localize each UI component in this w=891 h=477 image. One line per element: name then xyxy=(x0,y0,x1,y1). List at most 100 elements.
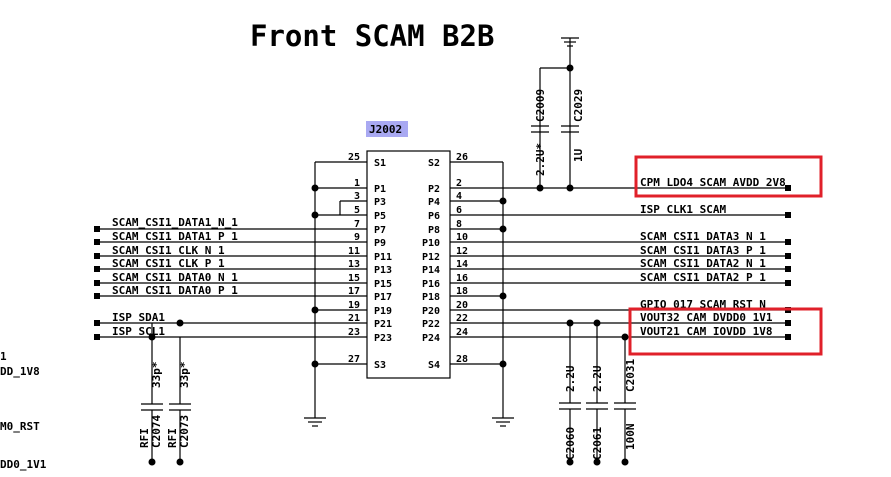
pin-right-p10: 10 P10 xyxy=(422,232,790,249)
left-capacitors: 33p* 33p* RFI C2074 RFI C2073 xyxy=(138,319,191,466)
svg-text:24: 24 xyxy=(456,327,468,338)
pin-right-p8: 8 P8 xyxy=(428,219,503,236)
svg-text:P10: P10 xyxy=(422,238,440,249)
net-label: SCAM_CSI1_DATA1_N_1 xyxy=(112,216,238,229)
svg-text:P11: P11 xyxy=(374,252,392,263)
svg-text:28: 28 xyxy=(456,354,468,365)
net-label: VOUT21_CAM_IOVDD_1V8 xyxy=(640,325,772,338)
cap-value: 100N xyxy=(624,424,637,451)
pin-left-p23: 23 P23 xyxy=(97,327,392,344)
cap-tag: RFI xyxy=(138,428,151,448)
svg-text:M0_RST: M0_RST xyxy=(0,420,40,433)
pin-right-p18: 18 P18 xyxy=(422,286,503,303)
pin-right-p24: 24 P24 xyxy=(422,327,790,344)
pin-right-s4: 28 S4 xyxy=(428,354,503,371)
svg-text:P8: P8 xyxy=(428,225,440,236)
svg-text:P1: P1 xyxy=(374,184,386,195)
page-title: Front SCAM B2B xyxy=(250,19,494,53)
cap-ref: C2074 xyxy=(150,415,163,448)
svg-text:P9: P9 xyxy=(374,238,386,249)
svg-text:1: 1 xyxy=(0,350,7,363)
net-label: VOUT32_CAM_DVDD0_1V1 xyxy=(640,311,773,324)
cap-tag: RFI xyxy=(166,428,179,448)
svg-text:12: 12 xyxy=(456,246,468,257)
svg-text:10: 10 xyxy=(456,232,468,243)
pin-right-p22: 22 P22 xyxy=(422,313,790,330)
svg-text:P14: P14 xyxy=(422,265,440,276)
cap-value: 2.2U xyxy=(564,365,577,392)
connector-ref: J2002 xyxy=(369,123,402,136)
svg-text:25: 25 xyxy=(348,152,360,163)
svg-text:22: 22 xyxy=(456,313,468,324)
svg-text:1: 1 xyxy=(354,178,360,189)
net-label: ISP_SCL1 xyxy=(112,325,165,338)
right-net-labels: CPM_LDO4_SCAM_AVDD_2V8 ISP_CLK1_SCAM SCA… xyxy=(640,176,791,340)
svg-text:P23: P23 xyxy=(374,333,392,344)
pin-right-p12: 12 P12 xyxy=(422,246,790,263)
right-ground-bus xyxy=(492,162,514,427)
net-label: ISP_CLK1_SCAM xyxy=(640,203,726,216)
pin-right-p14: 14 P14 xyxy=(422,259,790,276)
svg-text:P17: P17 xyxy=(374,292,392,303)
svg-text:P5: P5 xyxy=(374,211,386,222)
cap-ref: C2009 xyxy=(534,89,547,122)
cap-value: 1U xyxy=(572,148,585,162)
highlight-box-dvdd-iovdd xyxy=(628,307,823,356)
svg-text:13: 13 xyxy=(348,259,360,270)
pin-left-p19: 19 P19 xyxy=(315,300,392,317)
net-label: SCAM_CSI1_DATA3_P_1 xyxy=(640,244,766,257)
svg-text:27: 27 xyxy=(348,354,360,365)
svg-text:21: 21 xyxy=(348,313,360,324)
svg-text:S1: S1 xyxy=(374,158,386,169)
pin-left-s1: 25 S1 xyxy=(315,152,386,169)
svg-text:P19: P19 xyxy=(374,306,392,317)
pin-right-p4: 4 P4 xyxy=(428,191,503,208)
svg-text:P3: P3 xyxy=(374,197,386,208)
pin-left-p3: 3 P3 xyxy=(340,191,386,208)
svg-text:15: 15 xyxy=(348,273,360,284)
cap-ref: C2060 xyxy=(564,427,577,460)
connector-right-pins: 26 S2 2 P2 4 P4 6 P6 8 P8 10 P10 xyxy=(422,152,790,371)
svg-text:S2: S2 xyxy=(428,158,440,169)
pin-left-p17: 17 P17 xyxy=(97,286,392,303)
pin-left-p7: 7 P7 xyxy=(97,219,386,236)
svg-text:20: 20 xyxy=(456,300,468,311)
left-net-labels: SCAM_CSI1_DATA1_N_1 SCAM_CSI1_DATA1_P_1 … xyxy=(94,216,238,340)
pin-right-p16: 16 P16 xyxy=(422,273,790,290)
pin-left-p9: 9 P9 xyxy=(97,232,386,249)
svg-text:DD0_1V1: DD0_1V1 xyxy=(0,458,47,471)
svg-text:2: 2 xyxy=(456,178,462,189)
connector-ref-bg xyxy=(366,121,408,137)
svg-text:5: 5 xyxy=(354,205,360,216)
svg-text:18: 18 xyxy=(456,286,468,297)
svg-text:P4: P4 xyxy=(428,197,440,208)
cap-ref: C2073 xyxy=(178,415,191,448)
net-label: SCAM_CSI1_DATA2_P_1 xyxy=(640,271,766,284)
ground-icon xyxy=(492,417,514,427)
cap-ref: C2031 xyxy=(624,359,637,392)
svg-text:9: 9 xyxy=(354,232,360,243)
svg-text:S4: S4 xyxy=(428,360,440,371)
net-label: SCAM_CSI1_CLK_P_1 xyxy=(112,257,225,270)
net-label: ISP_SDA1 xyxy=(112,311,165,324)
svg-text:14: 14 xyxy=(456,259,468,270)
pin-left-p13: 13 P13 xyxy=(97,259,392,276)
cap-ref: C2061 xyxy=(591,427,604,460)
svg-text:P15: P15 xyxy=(374,279,392,290)
svg-text:7: 7 xyxy=(354,219,360,230)
svg-text:P22: P22 xyxy=(422,319,440,330)
right-capacitors: 2.2U 2.2U C2031 C2060 C2061 100N xyxy=(559,319,637,466)
svg-text:19: 19 xyxy=(348,300,360,311)
net-label: SCAM_CSI1_DATA2_N_1 xyxy=(640,257,766,270)
pin-left-p21: 21 P21 xyxy=(97,313,392,330)
svg-text:P24: P24 xyxy=(422,333,440,344)
net-label: SCAM_CSI1_DATA1_P_1 xyxy=(112,230,238,243)
svg-text:3: 3 xyxy=(354,191,360,202)
pin-left-s3: 27 S3 xyxy=(315,354,386,371)
svg-text:23: 23 xyxy=(348,327,360,338)
svg-text:P20: P20 xyxy=(422,306,440,317)
net-label: CPM_LDO4_SCAM_AVDD_2V8 xyxy=(640,176,786,189)
svg-text:P16: P16 xyxy=(422,279,440,290)
svg-text:6: 6 xyxy=(456,205,462,216)
